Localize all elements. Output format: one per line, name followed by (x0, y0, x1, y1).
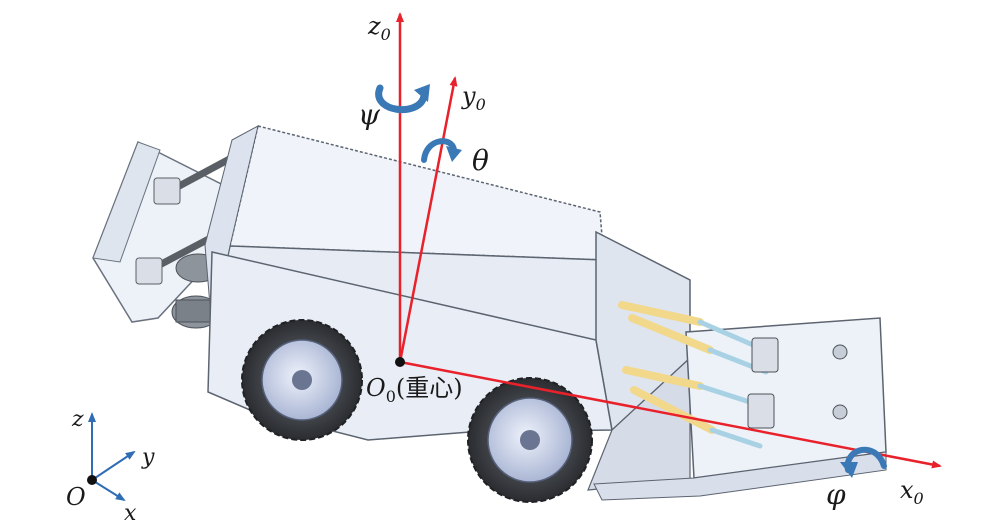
phi-label: φ (826, 478, 846, 511)
body-axes (395, 12, 942, 469)
global-frame: O z y x (66, 407, 155, 526)
x0-label: x0 (900, 476, 924, 508)
theta-label: θ (472, 144, 489, 177)
global-origin-point (87, 475, 97, 485)
psi-rotation-arrow (375, 84, 428, 114)
x0-axis-line (399, 360, 942, 469)
vehicle (92, 125, 887, 503)
global-y-axis-line (91, 450, 136, 481)
center-of-gravity-point (395, 357, 405, 367)
global-z-label: z (71, 407, 84, 432)
rotation-arrows (375, 84, 887, 478)
center-of-gravity-label: O0(重心) (366, 374, 463, 406)
front-struts (618, 301, 848, 449)
z0-label: z0 (367, 12, 391, 44)
front-wheel (467, 377, 593, 503)
y0-axis-line (398, 76, 458, 363)
global-y-label: y (141, 445, 155, 470)
y0-label: y0 (461, 82, 486, 114)
global-origin-label: O (66, 483, 86, 511)
theta-rotation-arrow (421, 138, 457, 163)
rear-wheel (241, 319, 363, 441)
global-x-axis-line (91, 479, 126, 502)
axis-labels: z0 y0 x0 ψ θ φ O0(重心) (358, 12, 924, 511)
psi-label: ψ (358, 98, 381, 131)
global-x-label: x (124, 501, 137, 526)
rear-flap (92, 140, 244, 323)
